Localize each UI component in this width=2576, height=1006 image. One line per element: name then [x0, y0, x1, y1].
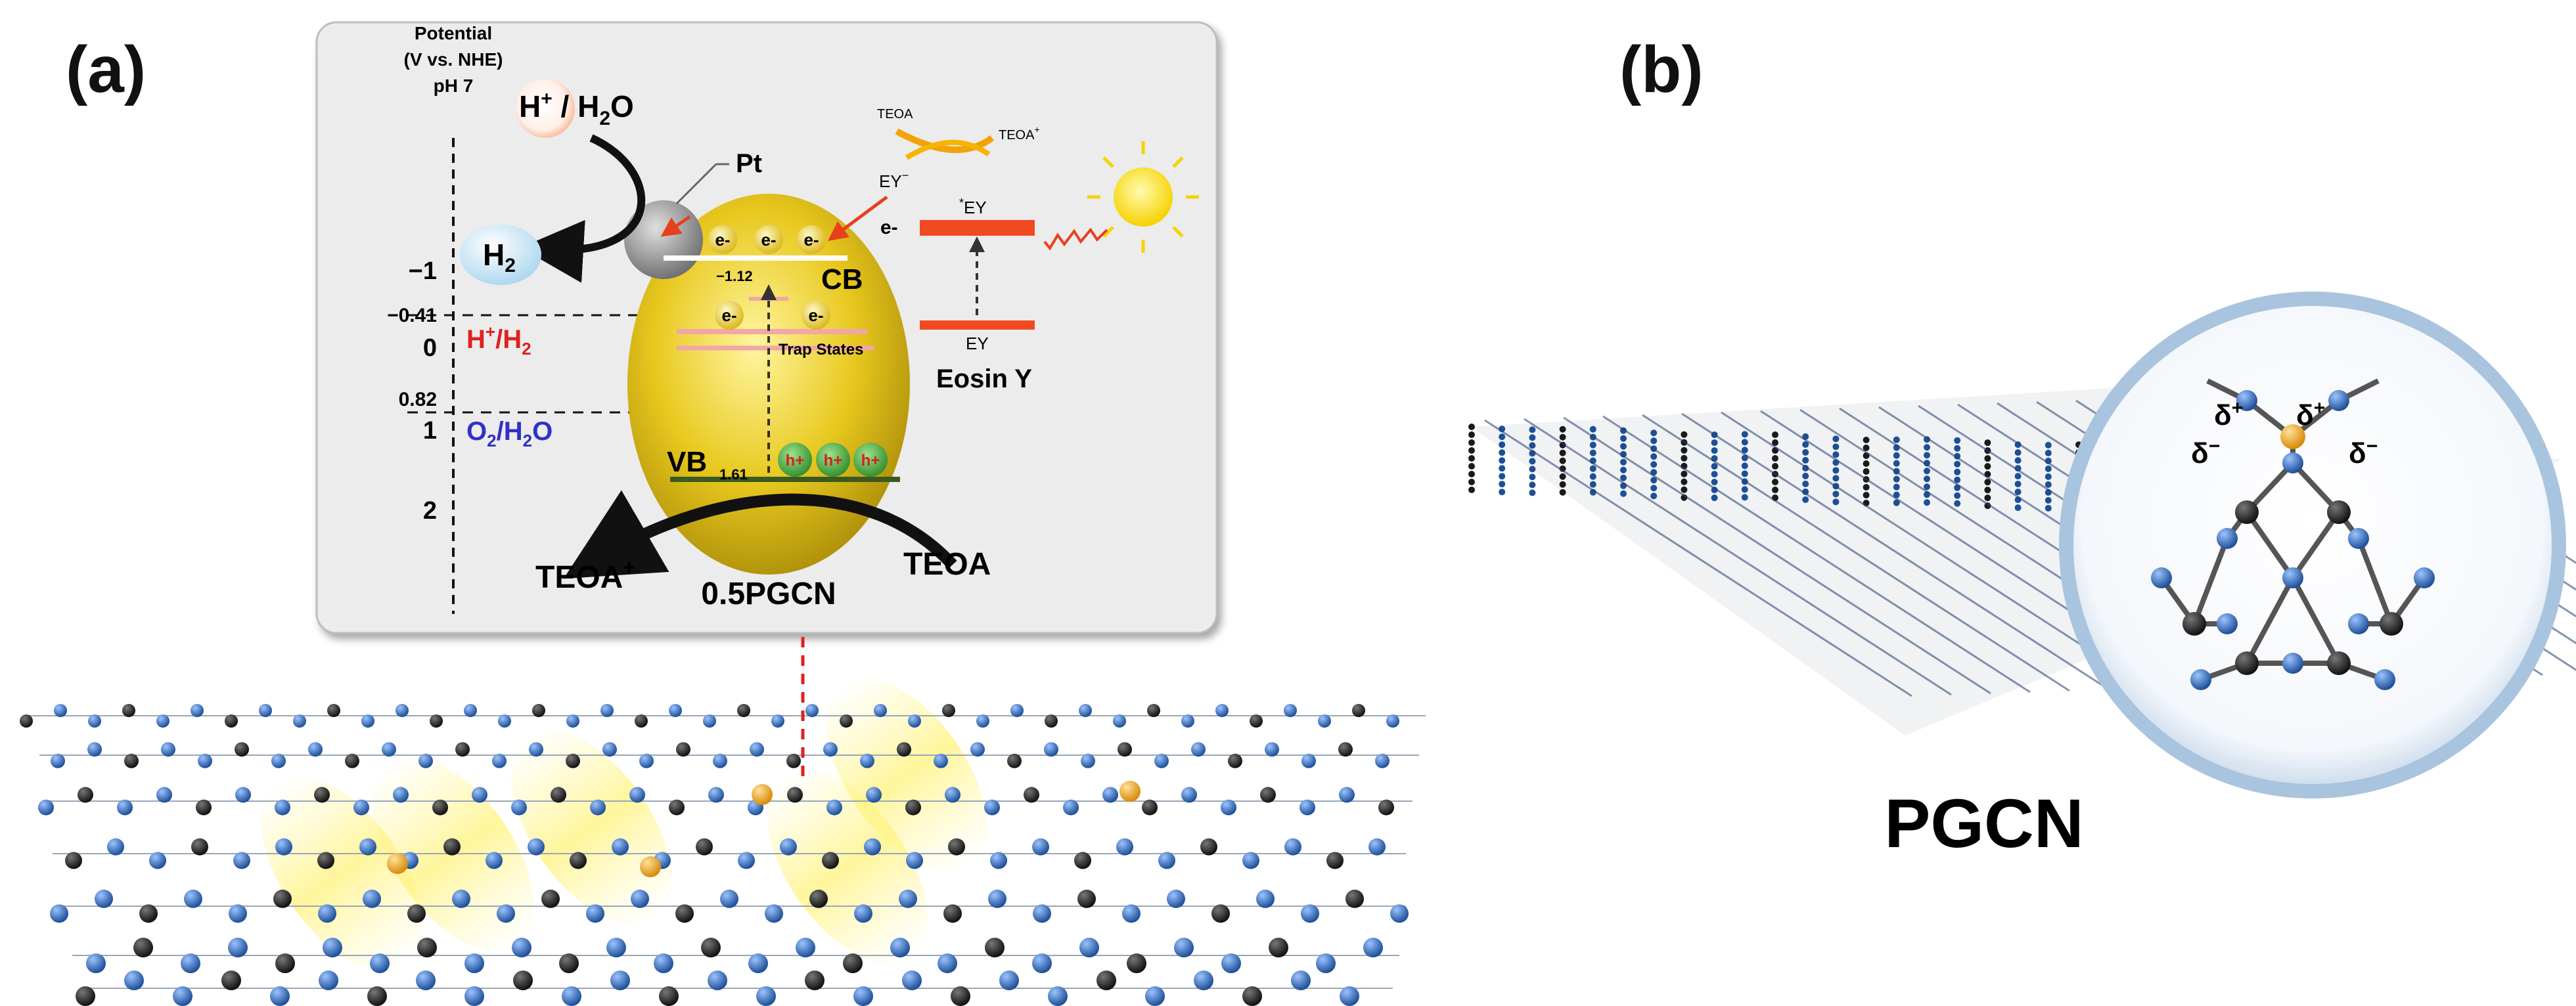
tick-minus-1: −1: [409, 257, 437, 285]
svg-text:h+: h+: [861, 452, 880, 470]
h2-label: H2: [483, 238, 516, 276]
magnifier-bubble: δ+ δ+ δ− δ−: [2059, 292, 2566, 798]
cb-label: CB: [821, 263, 863, 295]
ey-ground-label: EY: [966, 334, 989, 353]
h2-level-value: −0.41: [387, 305, 437, 326]
ey-minus-label: EY−: [879, 169, 909, 191]
vb-value: 1.61: [719, 466, 748, 483]
reduction-arrow: [520, 134, 646, 283]
light-ray: [1043, 227, 1108, 251]
tick-0: 0: [423, 334, 437, 362]
axis-title-ph: pH 7: [434, 76, 474, 96]
delta-minus-right: δ−: [2349, 435, 2378, 470]
teoa-oxidation-arrow: [895, 128, 994, 154]
oxidation-arrow: [563, 490, 957, 579]
o2-level-value: 0.82: [399, 389, 437, 410]
band-diagram-box: Potential (V vs. NHE) pH 7 −1 0 1 2 −0.4…: [315, 21, 1218, 634]
delta-minus-left: δ−: [2191, 435, 2220, 470]
delta-plus-left: δ+: [2214, 397, 2243, 431]
delta-plus-right: δ+: [2296, 397, 2325, 431]
teoa-plus-label: TEOA+: [535, 556, 635, 595]
h2-bubble: [460, 225, 541, 285]
tick-1: 1: [423, 417, 437, 445]
ey-excited-label: *EY: [959, 196, 987, 217]
doped-lattice-sheet: [20, 677, 1426, 1006]
axis-title: Potential: [415, 23, 492, 43]
ey-excited-bar: [920, 220, 1035, 236]
cb-electrons: e- e- e-: [708, 225, 826, 254]
pt-label: Pt: [736, 149, 762, 178]
svg-text:e-: e-: [808, 305, 823, 325]
teoa-small-label: TEOA: [877, 107, 913, 121]
svg-text:e-: e-: [721, 305, 736, 325]
h-plus-bubble: [516, 79, 575, 138]
h-plus-h2-label: H+/H2: [466, 322, 531, 359]
vb-holes: h+ h+ h+: [778, 443, 888, 477]
svg-text:h+: h+: [786, 452, 805, 470]
cb-value: −1.12: [716, 268, 753, 284]
o2-h2o-label: O2/H2O: [466, 417, 553, 450]
teoa-plus-small-label: TEOA+: [999, 124, 1040, 142]
eosin-y-label: Eosin Y: [936, 364, 1032, 393]
panel-b-label: (b): [1619, 33, 1704, 106]
svg-text:e-: e-: [803, 230, 819, 250]
sun-icon: [1087, 141, 1199, 253]
ey-ground-bar: [920, 320, 1035, 330]
transfer-electron: e-: [880, 217, 898, 238]
axis-title-units: (V vs. NHE): [404, 49, 503, 70]
catalyst-label: 0.5PGCN: [701, 577, 836, 611]
trap-states-label: Trap States: [779, 341, 863, 359]
tick-2: 2: [423, 497, 437, 525]
svg-text:e-: e-: [715, 230, 730, 250]
svg-text:h+: h+: [824, 452, 843, 470]
pgcn-label: PGCN: [1884, 785, 2083, 862]
svg-text:e-: e-: [761, 230, 776, 250]
trap-electrons: e- e-: [715, 301, 830, 330]
vb-label: VB: [667, 446, 707, 478]
panel-a-label: (a): [66, 33, 146, 106]
h-plus-h2o-label: H+ / H2O: [519, 88, 634, 129]
teoa-label: TEOA: [903, 547, 991, 582]
